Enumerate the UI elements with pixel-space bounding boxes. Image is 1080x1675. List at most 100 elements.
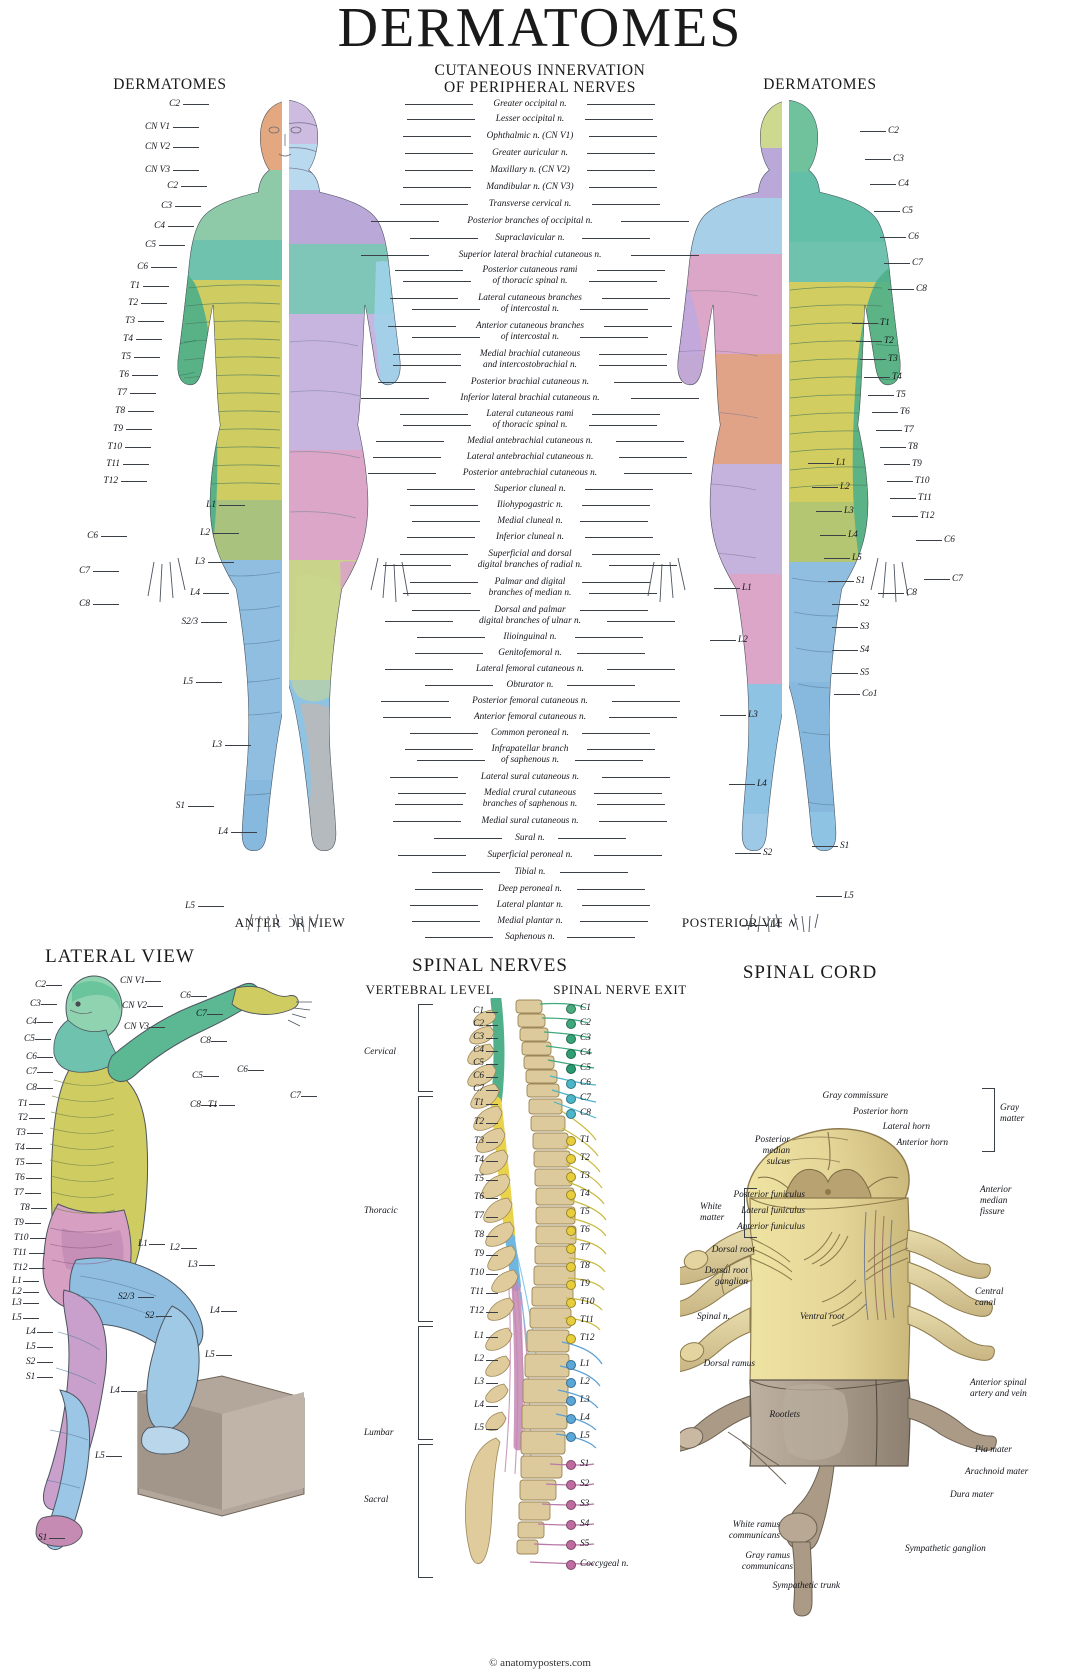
page-title: DERMATOMES [337,0,743,59]
nerve-label: Posterior antebrachial cutaneous n. [462,468,598,478]
spinal-nerve-exit-dot [566,1520,576,1530]
vertebral-level-label: C6 [473,1071,484,1081]
nerve-leader-right [587,170,655,171]
nerve-leader-left [405,749,473,750]
nerve-leader-right [589,187,658,188]
spinal-cord-label: Spinal n. [696,1312,730,1322]
nerve-label: Infrapatellar branch [491,744,569,754]
vertebral-leader [486,1064,498,1065]
dermatome-label-anterior: C7 [79,566,90,576]
dermatome-leader-posterior [864,377,890,378]
dermatome-label-anterior: T3 [125,316,135,326]
dermatome-label-anterior: L4 [190,588,200,598]
dermatome-label-anterior: C2 [167,181,178,191]
dermatome-label-anterior: T7 [117,388,127,398]
spinal-cord-label: Arachnoid mater [965,1467,1029,1477]
nerve-leader-left [405,170,473,171]
dermatome-leader-anterior [225,745,251,746]
dermatome-label-lateral: C7 [26,1067,37,1077]
dermatome-label-anterior: L2 [200,528,210,538]
nerve-leader-left [378,382,447,383]
vertebral-leader [486,1161,498,1162]
subtitle-line-1: CUTANEOUS INNERVATION [434,62,646,79]
nerve-label: Inferior cluneal n. [496,532,564,542]
dermatome-label-posterior: T2 [884,336,894,346]
dermatome-leader-lateral [248,1070,265,1071]
nerve-leader-right [609,565,678,566]
dermatome-leader-lateral [46,985,63,986]
vertebral-region-label: Lumbar [364,1428,394,1438]
nerve-label: Ilioinguinal n. [503,632,557,642]
dermatome-leader-anterior [201,622,227,623]
nerve-leader-left [402,281,471,282]
dermatome-leader-lateral [37,1057,54,1058]
dermatome-leader-lateral [191,996,208,997]
dermatome-leader-lateral [28,1253,45,1254]
nerve-label: Sural n. [515,833,545,843]
lateral-figure [20,960,340,1560]
dermatome-label-lateral: C5 [24,1034,35,1044]
nerve-label: Posterior brachial cutaneous n. [470,377,590,387]
dermatome-leader-posterior [820,535,846,536]
vertebral-level-label: T3 [474,1136,484,1146]
nerve-leader-left [409,505,478,506]
dermatome-label-lateral: C8 [200,1036,211,1046]
nerve-leader-right [599,821,668,822]
vertebral-leader [486,1236,498,1237]
nerve-leader-right [557,838,626,839]
nerve-leader-right [613,382,682,383]
dermatome-leader-posterior [884,464,910,465]
dermatome-leader-posterior [892,516,918,517]
vertebral-level-label: C1 [473,1006,484,1016]
posterior-figure [640,92,930,932]
dermatome-leader-posterior [832,650,858,651]
dermatome-label-lateral: C2 [35,980,46,990]
bracket-cervical [418,1004,433,1092]
dermatome-leader-posterior [916,540,942,541]
dermatome-leader-posterior [852,323,878,324]
spinal-nerve-exit-dot [566,1004,576,1014]
dermatome-leader-anterior [143,286,169,287]
page-subtitle: CUTANEOUS INNERVATION OF PERIPHERAL NERV… [0,62,1080,96]
dermatome-leader-lateral [37,1347,54,1348]
nerve-leader-right [560,872,629,873]
dermatome-leader-anterior [231,832,257,833]
dermatome-label-anterior: L5 [185,901,195,911]
nerve-leader-right [587,104,655,105]
bracket-lumbar [418,1326,433,1440]
column-header-spinal-nerve-exit: SPINAL NERVE EXIT [553,982,687,997]
dermatome-label-anterior: T11 [106,459,120,469]
dermatome-leader-lateral [37,1088,54,1089]
nerve-leader-right [609,717,678,718]
vertebral-leader [486,1077,498,1078]
dermatome-leader-posterior [735,853,761,854]
dermatome-label-posterior: S1 [856,576,866,586]
vertebral-level-label: T10 [469,1268,484,1278]
nerve-leader-left [412,309,481,310]
spinal-cord-label: Gray ramus [745,1551,790,1561]
spinal-nerve-exit-label: S4 [580,1519,590,1529]
nerve-leader-right [584,119,653,120]
dermatome-leader-posterior [876,430,902,431]
nerve-label: of intercostal n. [500,304,560,314]
dermatome-label-anterior: C5 [145,240,156,250]
vertebral-leader [486,1025,498,1026]
dermatome-label-posterior: C6 [908,232,919,242]
nerve-label: Saphenous n. [505,932,555,942]
dermatome-leader-posterior [714,588,740,589]
dermatome-label-posterior: S2 [763,848,773,858]
nerve-leader-right [582,905,651,906]
spinal-cord-label: Anterior funiculus [737,1222,805,1232]
dermatome-label-posterior: S2 [860,599,870,609]
dermatome-label-anterior: T10 [107,442,122,452]
vertebral-level-label: T2 [474,1117,484,1127]
spinal-nerve-exit-label: C6 [580,1078,591,1088]
spinal-cord-label: Dorsal root [704,1266,748,1276]
nerve-leader-left [397,793,466,794]
nerve-leader-right [596,804,665,805]
nerve-leader-left [409,582,478,583]
dermatome-leader-posterior [832,673,858,674]
nerve-label: Tibial n. [514,867,546,877]
dermatome-leader-lateral [25,1193,42,1194]
vertebral-leader [486,1180,498,1181]
